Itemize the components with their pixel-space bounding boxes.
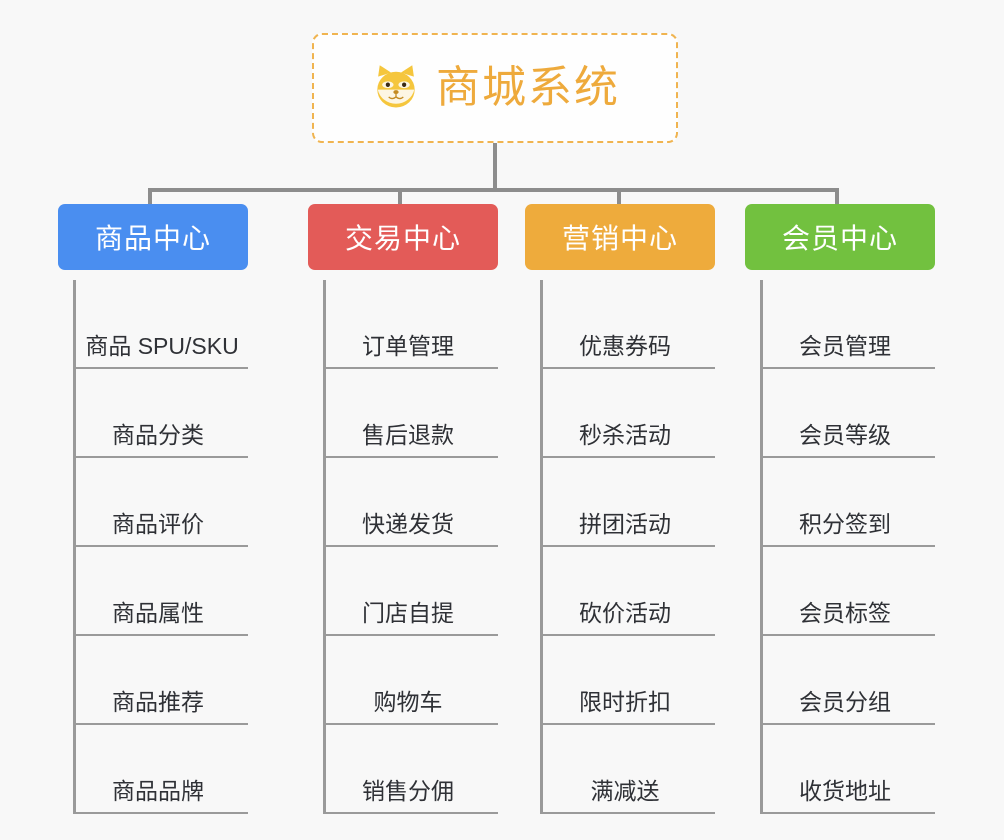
- list-item-label: 商品分类: [112, 422, 204, 449]
- list-item[interactable]: 购物车: [326, 636, 498, 725]
- column-items-product-center: 商品 SPU/SKU 商品分类 商品评价 商品属性 商品推荐 商品品牌: [73, 280, 248, 814]
- list-item-label: 会员标签: [799, 600, 891, 627]
- list-item-label: 快递发货: [362, 511, 454, 538]
- column-trade-center: 交易中心 订单管理 售后退款 快递发货 门店自提 购物车 销售分佣: [308, 204, 498, 814]
- list-item-label: 满减送: [590, 778, 660, 805]
- list-item-label: 销售分佣: [362, 778, 454, 805]
- column-product-center: 商品中心 商品 SPU/SKU 商品分类 商品评价 商品属性 商品推荐 商品品牌: [58, 204, 248, 814]
- list-item[interactable]: 优惠券码: [543, 280, 715, 369]
- list-item[interactable]: 秒杀活动: [543, 369, 715, 458]
- list-item-label: 商品 SPU/SKU: [85, 333, 239, 360]
- list-item[interactable]: 会员标签: [763, 547, 935, 636]
- list-item-label: 商品评价: [112, 511, 204, 538]
- column-header-member-center[interactable]: 会员中心: [745, 204, 935, 270]
- list-item-label: 限时折扣: [579, 689, 671, 716]
- list-item-label: 砍价活动: [579, 600, 671, 627]
- column-header-label: 会员中心: [781, 223, 898, 254]
- list-item-label: 售后退款: [362, 422, 454, 449]
- list-item[interactable]: 订单管理: [326, 280, 498, 369]
- list-item-label: 商品属性: [112, 600, 204, 627]
- list-item[interactable]: 会员分组: [763, 636, 935, 725]
- list-item[interactable]: 商品品牌: [76, 725, 248, 814]
- list-item[interactable]: 售后退款: [326, 369, 498, 458]
- column-items-marketing-center: 优惠券码 秒杀活动 拼团活动 砍价活动 限时折扣 满减送: [540, 280, 715, 814]
- list-item-label: 会员等级: [799, 422, 891, 449]
- list-item[interactable]: 商品分类: [76, 369, 248, 458]
- connector-drop-product-center: [148, 188, 152, 206]
- connector-root-stem: [493, 143, 497, 191]
- list-item-label: 秒杀活动: [579, 422, 671, 449]
- connector-drop-marketing-center: [617, 188, 621, 206]
- list-item-label: 积分签到: [799, 511, 891, 538]
- list-item-label: 购物车: [373, 689, 443, 716]
- list-item-label: 会员管理: [799, 333, 891, 360]
- list-item-label: 优惠券码: [579, 333, 671, 360]
- list-item[interactable]: 商品属性: [76, 547, 248, 636]
- list-item[interactable]: 会员等级: [763, 369, 935, 458]
- list-item[interactable]: 拼团活动: [543, 458, 715, 547]
- column-header-trade-center[interactable]: 交易中心: [308, 204, 498, 270]
- root-node-mall-system[interactable]: 商城系统: [312, 33, 678, 143]
- list-item-label: 订单管理: [362, 333, 454, 360]
- list-item-label: 商品品牌: [112, 778, 204, 805]
- column-header-label: 商品中心: [94, 223, 211, 254]
- shiba-dog-face-icon: [370, 62, 422, 114]
- column-header-label: 营销中心: [561, 223, 678, 254]
- connector-drop-member-center: [835, 188, 839, 206]
- list-item[interactable]: 满减送: [543, 725, 715, 814]
- list-item-label: 门店自提: [362, 600, 454, 627]
- list-item[interactable]: 会员管理: [763, 280, 935, 369]
- list-item-label: 收货地址: [799, 778, 891, 805]
- list-item-label: 会员分组: [799, 689, 891, 716]
- list-item[interactable]: 商品推荐: [76, 636, 248, 725]
- column-header-product-center[interactable]: 商品中心: [58, 204, 248, 270]
- list-item-label: 商品推荐: [112, 689, 204, 716]
- list-item-label: 拼团活动: [579, 511, 671, 538]
- root-node-label: 商城系统: [436, 63, 620, 112]
- list-item[interactable]: 销售分佣: [326, 725, 498, 814]
- list-item[interactable]: 收货地址: [763, 725, 935, 814]
- connector-drop-trade-center: [398, 188, 402, 206]
- column-items-member-center: 会员管理 会员等级 积分签到 会员标签 会员分组 收货地址: [760, 280, 935, 814]
- list-item[interactable]: 砍价活动: [543, 547, 715, 636]
- connector-horizontal-bus: [148, 188, 839, 192]
- list-item[interactable]: 积分签到: [763, 458, 935, 547]
- column-header-label: 交易中心: [344, 223, 461, 254]
- list-item[interactable]: 限时折扣: [543, 636, 715, 725]
- column-header-marketing-center[interactable]: 营销中心: [525, 204, 715, 270]
- list-item[interactable]: 商品 SPU/SKU: [76, 280, 248, 369]
- column-member-center: 会员中心 会员管理 会员等级 积分签到 会员标签 会员分组 收货地址: [745, 204, 935, 814]
- list-item[interactable]: 商品评价: [76, 458, 248, 547]
- list-item[interactable]: 快递发货: [326, 458, 498, 547]
- column-marketing-center: 营销中心 优惠券码 秒杀活动 拼团活动 砍价活动 限时折扣 满减送: [525, 204, 715, 814]
- column-items-trade-center: 订单管理 售后退款 快递发货 门店自提 购物车 销售分佣: [323, 280, 498, 814]
- list-item[interactable]: 门店自提: [326, 547, 498, 636]
